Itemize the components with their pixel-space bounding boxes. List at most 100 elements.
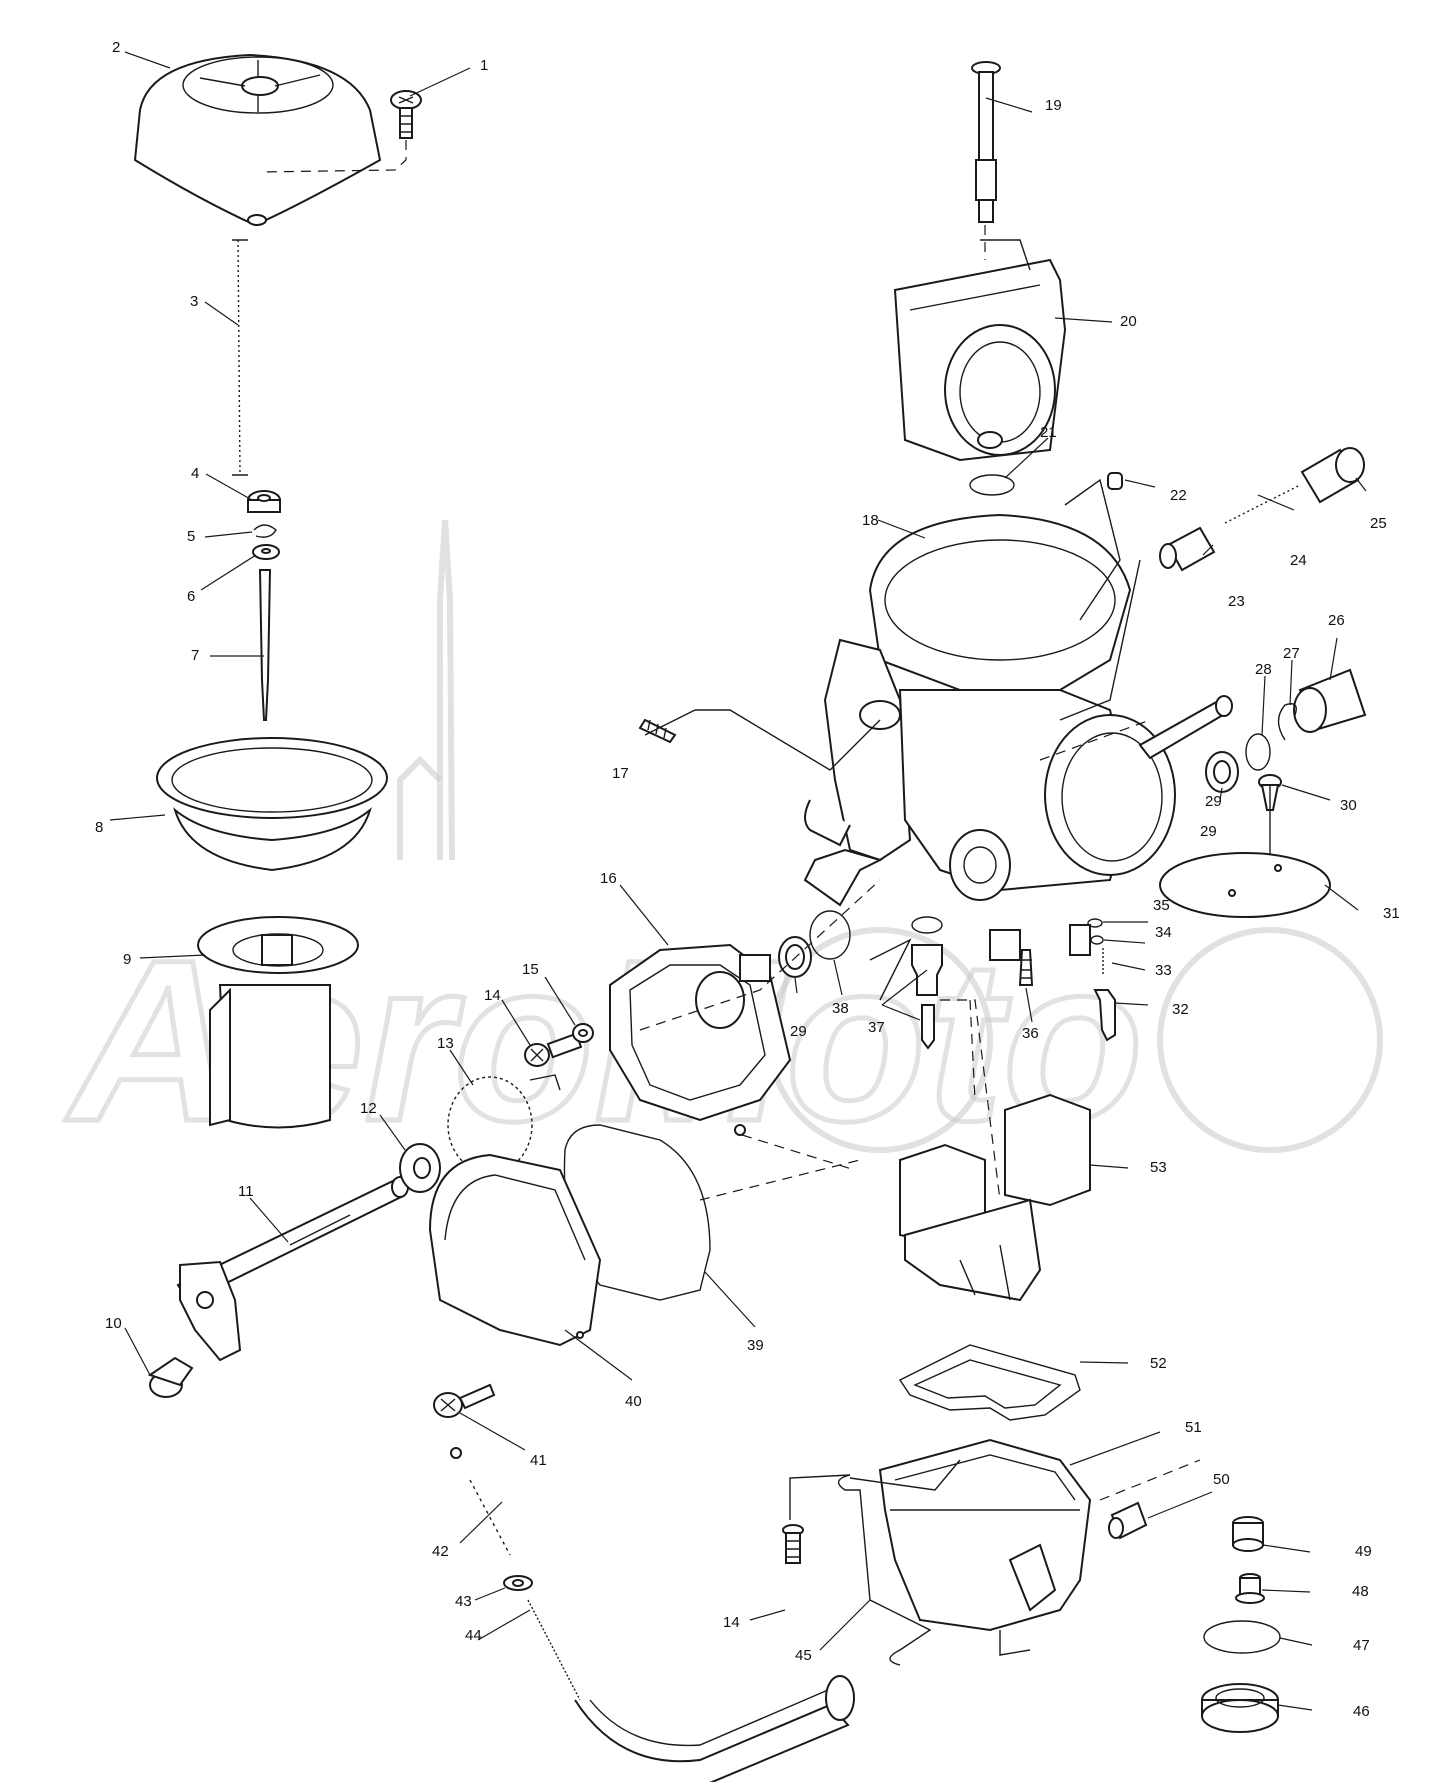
label-part-6: 6 — [187, 588, 195, 605]
label-part-53: 53 — [1150, 1159, 1167, 1176]
part-29-bushing-lower — [778, 936, 812, 978]
label-part-29b: 29 — [790, 1023, 807, 1040]
label-part-49: 49 — [1355, 1543, 1372, 1560]
part-42-spring — [450, 1447, 511, 1556]
part-4-seat — [247, 490, 281, 513]
label-part-17: 17 — [612, 765, 629, 782]
label-part-28: 28 — [1255, 661, 1272, 678]
part-29-bushing — [1205, 751, 1239, 793]
part-8-diaphragm — [156, 737, 388, 872]
label-part-32: 32 — [1172, 1001, 1189, 1018]
label-part-22: 22 — [1170, 487, 1187, 504]
part-35-o-ring — [1087, 918, 1103, 928]
label-part-27: 27 — [1283, 645, 1300, 662]
part-22-cap — [1107, 472, 1123, 490]
leader-lines — [109, 51, 1367, 1711]
part-24-spring — [1224, 484, 1301, 524]
part-13-throttle-spring — [447, 1074, 561, 1174]
label-part-43: 43 — [455, 1593, 472, 1610]
part-19-plunger — [971, 61, 1001, 223]
label-part-14b: 14 — [723, 1614, 740, 1631]
part-5-clip — [253, 524, 277, 538]
part-43-washer — [503, 1575, 533, 1591]
label-part-50: 50 — [1213, 1471, 1230, 1488]
label-part-47: 47 — [1353, 1637, 1370, 1654]
label-part-14: 14 — [484, 987, 501, 1004]
part-28-washer — [1245, 733, 1271, 771]
label-part-19: 19 — [1045, 97, 1062, 114]
part-26-sleeve — [1293, 668, 1367, 733]
label-part-41: 41 — [530, 1452, 547, 1469]
part-20-choke-housing — [893, 239, 1067, 462]
label-part-30: 30 — [1340, 797, 1357, 814]
part-31-throttle-plate — [1159, 852, 1331, 918]
label-part-23: 23 — [1228, 593, 1245, 610]
label-part-2: 2 — [112, 39, 120, 56]
label-part-36: 36 — [1022, 1025, 1039, 1042]
label-part-26: 26 — [1328, 612, 1345, 629]
label-part-5: 5 — [187, 528, 195, 545]
part-14-screw-upper — [524, 1032, 583, 1067]
part-34-washer — [1090, 935, 1104, 945]
part-27-clip — [1277, 703, 1297, 741]
part-47-o-ring — [1203, 1620, 1281, 1654]
part-7-jet-needle — [258, 569, 272, 721]
label-part-24: 24 — [1290, 552, 1307, 569]
label-part-29: 29 — [1205, 793, 1222, 810]
part-3-spring — [232, 239, 248, 476]
label-part-9: 9 — [123, 951, 131, 968]
label-part-39: 39 — [747, 1337, 764, 1354]
label-part-45: 45 — [795, 1647, 812, 1664]
part-38-o-ring — [809, 910, 851, 960]
label-part-11: 11 — [238, 1183, 254, 1200]
label-part-21: 21 — [1040, 424, 1057, 441]
label-part-31: 31 — [1383, 905, 1400, 922]
part-1-screw — [259, 90, 422, 173]
label-part-52: 52 — [1150, 1355, 1167, 1372]
part-52-bowl-gasket — [898, 1344, 1081, 1421]
label-part-20: 20 — [1120, 313, 1137, 330]
label-part-35: 35 — [1153, 897, 1170, 914]
label-part-15: 15 — [522, 961, 539, 978]
part-15-washer — [572, 1023, 594, 1043]
part-23-plunger — [1159, 526, 1216, 572]
label-part-16: 16 — [600, 870, 617, 887]
label-part-10: 10 — [105, 1315, 122, 1332]
part-number-labels: 1 2 3 4 5 6 7 8 9 10 11 12 13 14 15 16 1… — [95, 39, 1400, 1720]
label-part-1: 1 — [480, 57, 488, 74]
label-part-25: 25 — [1370, 515, 1387, 532]
label-part-38: 38 — [832, 1000, 849, 1017]
label-part-3: 3 — [190, 293, 198, 310]
label-part-18: 18 — [862, 512, 879, 529]
label-part-51: 51 — [1185, 1419, 1202, 1436]
part-18-carburetor-body — [803, 513, 1233, 961]
part-25-nut — [1300, 447, 1365, 504]
label-part-8: 8 — [95, 819, 103, 836]
part-12-bushing — [399, 1143, 441, 1193]
part-44-idle-screw-cable — [527, 1599, 855, 1786]
label-part-13: 13 — [437, 1035, 454, 1052]
label-part-12: 12 — [360, 1100, 377, 1117]
part-9-piston-valve — [197, 916, 359, 1129]
assembly-lines — [639, 225, 1271, 1656]
label-part-34: 34 — [1155, 924, 1172, 941]
part-46-drain-plug — [1201, 1683, 1279, 1733]
part-21-o-ring — [969, 474, 1015, 496]
label-part-46: 46 — [1353, 1703, 1370, 1720]
part-16-throttle-housing — [609, 943, 792, 1136]
label-part-33: 33 — [1155, 962, 1172, 979]
label-part-42: 42 — [432, 1543, 449, 1560]
label-part-4: 4 — [191, 465, 199, 482]
part-14-screw-lower — [782, 1524, 804, 1564]
label-part-29c: 29 — [1200, 823, 1217, 840]
label-part-44: 44 — [465, 1627, 482, 1644]
part-51-float-bowl — [878, 1438, 1092, 1632]
part-11-throttle-shaft — [176, 1176, 409, 1362]
part-10-knob — [147, 1356, 194, 1398]
part-49-main-jet-holder — [1232, 1516, 1264, 1552]
part-48-main-jet — [1235, 1573, 1265, 1604]
part-40-cover — [428, 1153, 602, 1347]
part-2-top-cover — [133, 53, 382, 227]
